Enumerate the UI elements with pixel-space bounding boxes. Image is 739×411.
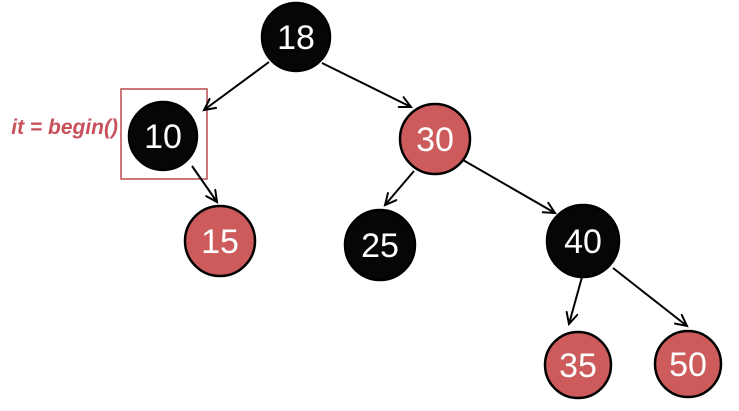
tree-node-40: 40 [545, 203, 621, 279]
edge-18-to-10 [202, 61, 270, 112]
tree-node-10: 10 [127, 100, 199, 172]
tree-node-25: 25 [343, 208, 417, 282]
node-circle-30 [398, 102, 472, 176]
iterator-highlight-box [120, 88, 208, 180]
node-circle-50 [653, 329, 723, 399]
node-circle-15 [183, 204, 257, 278]
node-circle-10 [127, 100, 199, 172]
edges-layer [191, 61, 689, 328]
nodes-layer: 18 10 30 15 25 40 35 50 [127, 1, 723, 400]
tree-node-35: 35 [543, 330, 613, 400]
edge-30-to-25 [383, 170, 415, 207]
node-circle-25 [343, 208, 417, 282]
node-circle-35 [543, 330, 613, 400]
edge-18-to-30 [321, 62, 414, 109]
tree-node-30: 30 [398, 102, 472, 176]
edge-40-to-50 [612, 267, 689, 328]
node-circle-40 [545, 203, 621, 279]
node-circle-18 [260, 1, 332, 73]
iterator-annotation: it = begin() [11, 116, 118, 139]
tree-node-15: 15 [183, 204, 257, 278]
edge-40-to-35 [565, 276, 583, 327]
edge-30-to-40 [462, 159, 557, 215]
tree-node-18: 18 [260, 1, 332, 73]
tree-node-50: 50 [653, 329, 723, 399]
edge-10-to-15 [191, 165, 219, 204]
